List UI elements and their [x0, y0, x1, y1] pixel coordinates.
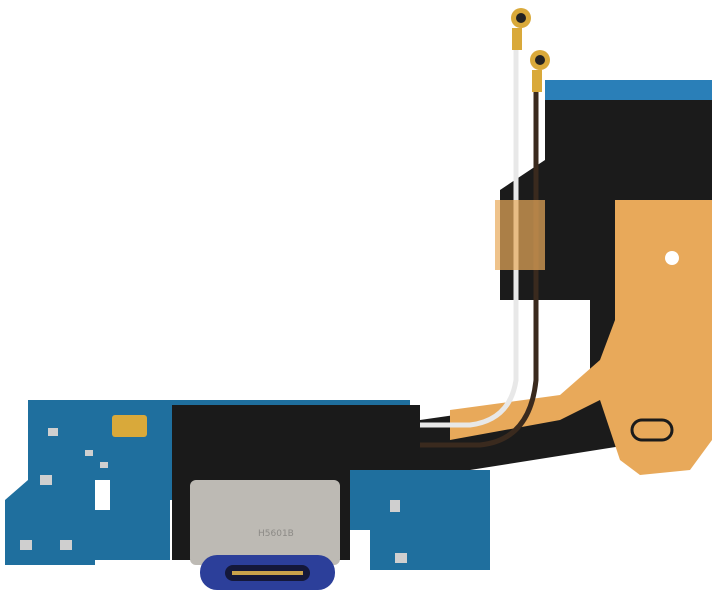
- mounting-hole: [665, 251, 679, 265]
- usb-c-contacts: [232, 571, 303, 575]
- antenna-connector-2: [530, 50, 550, 92]
- antenna-cable-white: [320, 45, 519, 428]
- smd-components: [20, 428, 407, 563]
- usb-c-shell: [190, 480, 340, 565]
- antenna-cable-brown: [360, 90, 539, 448]
- cable-clip: [495, 200, 545, 270]
- pcb-tab: [110, 515, 165, 555]
- flex-gold-stiffener: [450, 200, 712, 475]
- rf-pad-1: [112, 415, 147, 437]
- antenna-connector-1: [511, 8, 531, 50]
- mounting-slot: [630, 418, 674, 442]
- connector-marking: H5601B: [258, 529, 294, 539]
